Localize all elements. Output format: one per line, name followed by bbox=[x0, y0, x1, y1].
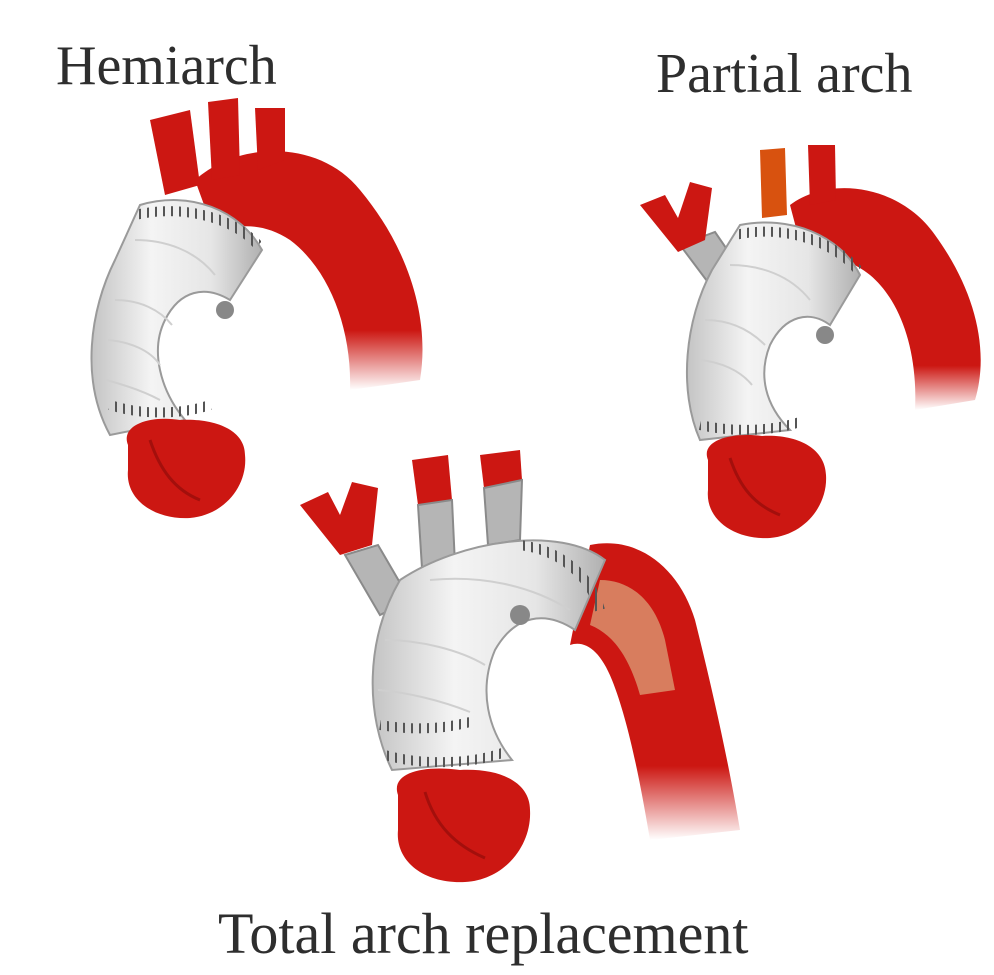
hemiarch-branch-1 bbox=[150, 110, 200, 195]
partial-arch-aortic-root bbox=[707, 435, 826, 538]
hemiarch-branch-2 bbox=[208, 98, 240, 180]
partial-arch-figure bbox=[640, 145, 981, 538]
total-arch-graft bbox=[373, 540, 605, 770]
total-arch-clip bbox=[510, 605, 530, 625]
partial-arch-branch-2 bbox=[760, 148, 787, 218]
total-arch-aortic-root bbox=[397, 768, 530, 882]
hemiarch-clip bbox=[216, 301, 234, 319]
partial-arch-clip bbox=[816, 326, 834, 344]
hemiarch-graft bbox=[91, 200, 262, 435]
total-arch-side-graft-3 bbox=[484, 480, 522, 545]
total-arch-branch-y bbox=[300, 482, 378, 555]
hemiarch-branch-3 bbox=[255, 108, 285, 170]
hemiarch-figure bbox=[91, 98, 422, 518]
hemiarch-aortic-root bbox=[127, 419, 246, 518]
partial-arch-branch-3 bbox=[808, 145, 836, 205]
total-arch-branch-2 bbox=[412, 455, 452, 505]
total-arch-figure bbox=[300, 450, 740, 882]
partial-arch-y-branch bbox=[640, 182, 712, 252]
